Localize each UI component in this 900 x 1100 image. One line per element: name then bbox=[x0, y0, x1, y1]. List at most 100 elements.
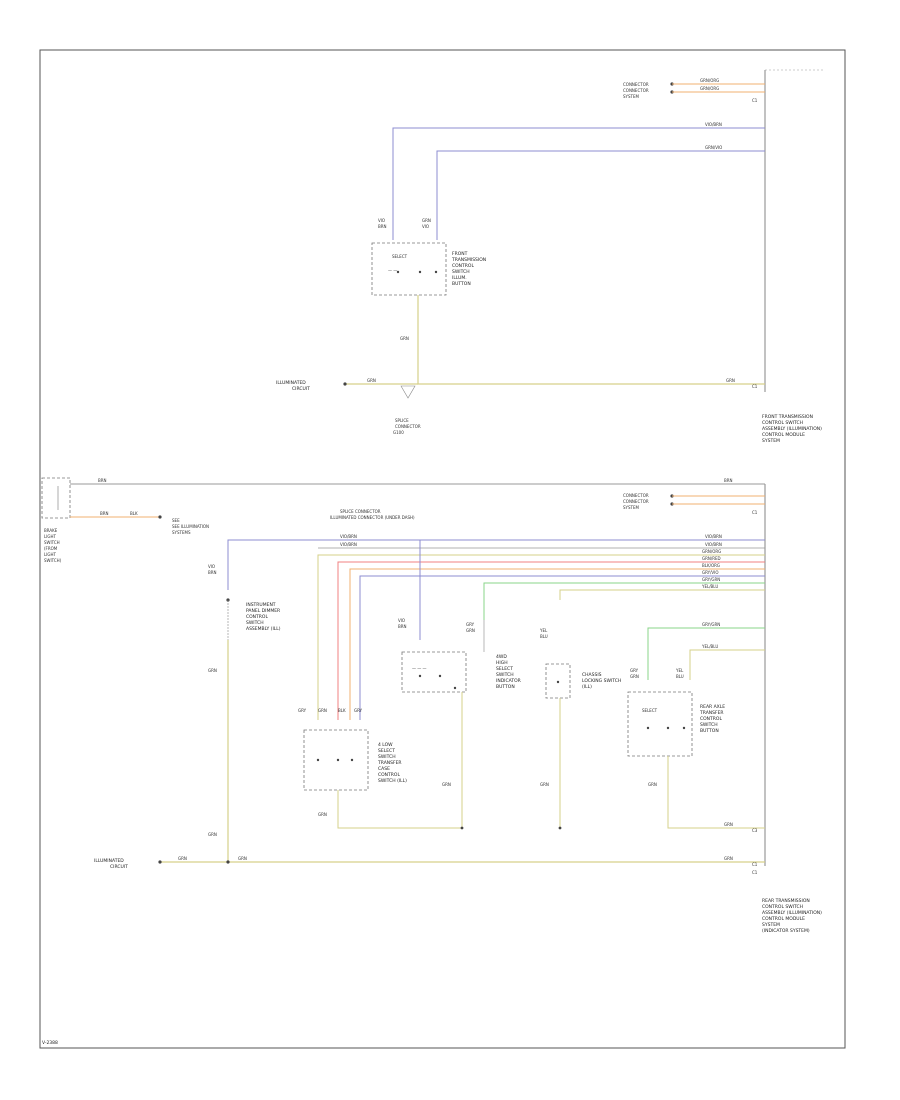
top-switch: VIO BRN GRN VIO SELECT — — FRONT TRANSMI… bbox=[371, 218, 486, 296]
top-violet-wire-2 bbox=[436, 150, 765, 240]
svg-text:4WD: 4WD bbox=[496, 654, 507, 660]
svg-text:SPLICE CONNECTOR: SPLICE CONNECTOR bbox=[340, 509, 381, 514]
svg-text:VIO: VIO bbox=[398, 618, 405, 623]
svg-text:SELECT: SELECT bbox=[378, 748, 395, 754]
svg-text:INDICATOR: INDICATOR bbox=[496, 678, 521, 684]
svg-text:ASSEMBLY (ILLUMINATION): ASSEMBLY (ILLUMINATION) bbox=[762, 426, 822, 432]
svg-text:4 LOW: 4 LOW bbox=[378, 742, 393, 748]
svg-text:SELECT: SELECT bbox=[496, 666, 513, 672]
dimmer-switch: VIO BRN INSTRUMENT PANEL DIMMER CONTROL … bbox=[208, 564, 281, 640]
svg-text:SWITCH: SWITCH bbox=[44, 540, 60, 545]
svg-text:GRY: GRY bbox=[466, 622, 475, 627]
svg-text:SWITCH: SWITCH bbox=[496, 672, 514, 678]
svg-text:GRY/GRN: GRY/GRN bbox=[702, 577, 720, 582]
svg-text:GRN: GRN bbox=[724, 856, 733, 861]
left-relay: BRAKE LIGHT SWITCH (FROM LIGHT SWITCH) bbox=[41, 477, 71, 563]
svg-text:PANEL DIMMER: PANEL DIMMER bbox=[246, 608, 280, 614]
svg-text:GRN/ORG: GRN/ORG bbox=[700, 78, 719, 83]
svg-text:SWITCH (ILL): SWITCH (ILL) bbox=[378, 778, 407, 784]
svg-text:ILLUMINATED: ILLUMINATED bbox=[94, 858, 124, 864]
svg-text:CONNECTOR: CONNECTOR bbox=[623, 499, 649, 504]
svg-text:INSTRUMENT: INSTRUMENT bbox=[246, 602, 276, 608]
svg-text:SEE: SEE bbox=[172, 518, 180, 523]
svg-text:BRN: BRN bbox=[724, 478, 733, 483]
bottom-yellow-wire-a bbox=[317, 554, 765, 720]
svg-text:C3: C3 bbox=[752, 828, 758, 833]
svg-text:BRN: BRN bbox=[98, 478, 107, 483]
svg-text:VIO/BRN: VIO/BRN bbox=[705, 542, 722, 547]
svg-text:GRN/ORG: GRN/ORG bbox=[702, 549, 721, 554]
svg-text:YEL/BLU: YEL/BLU bbox=[701, 584, 718, 589]
svg-text:VIO/BRN: VIO/BRN bbox=[340, 534, 357, 539]
svg-text:BLK: BLK bbox=[338, 708, 346, 713]
svg-text:(ILL): (ILL) bbox=[582, 684, 592, 690]
svg-text:CONTROL SWITCH: CONTROL SWITCH bbox=[762, 420, 803, 426]
svg-text:CONNECTOR: CONNECTOR bbox=[395, 424, 421, 429]
svg-text:CIRCUIT: CIRCUIT bbox=[110, 864, 128, 870]
svg-text:TRANSFER: TRANSFER bbox=[699, 710, 724, 716]
top-yellow-wire bbox=[417, 295, 765, 385]
svg-text:SWITCH): SWITCH) bbox=[44, 558, 62, 563]
svg-text:CIRCUIT: CIRCUIT bbox=[292, 386, 310, 392]
svg-text:YEL: YEL bbox=[539, 628, 548, 633]
svg-text:SELECT: SELECT bbox=[642, 708, 658, 713]
svg-text:VIO: VIO bbox=[378, 218, 385, 223]
svg-text:CONTROL: CONTROL bbox=[700, 716, 722, 722]
svg-text:GRN: GRN bbox=[178, 856, 187, 861]
svg-text:GRN: GRN bbox=[726, 378, 735, 383]
svg-text:BRN: BRN bbox=[208, 570, 217, 575]
bottom-orange-wire bbox=[349, 568, 765, 720]
svg-text:GRN: GRN bbox=[400, 336, 409, 341]
svg-text:ILLUMINATED CONNECTOR (UNDER D: ILLUMINATED CONNECTOR (UNDER DASH) bbox=[330, 515, 415, 520]
svg-text:GRY: GRY bbox=[630, 668, 639, 673]
svg-text:(FROM: (FROM bbox=[44, 546, 58, 551]
svg-text:BUTTON: BUTTON bbox=[452, 281, 471, 287]
svg-text:— —: — — bbox=[388, 268, 397, 273]
svg-text:GRY: GRY bbox=[298, 708, 307, 713]
svg-text:SYSTEM: SYSTEM bbox=[762, 922, 780, 928]
svg-text:SWITCH: SWITCH bbox=[452, 269, 470, 275]
svg-text:GRN: GRN bbox=[208, 832, 217, 837]
svg-text:GRN: GRN bbox=[318, 812, 327, 817]
svg-text:VIO/BRN: VIO/BRN bbox=[340, 542, 357, 547]
svg-text:BLK: BLK bbox=[130, 511, 138, 516]
svg-text:ASSEMBLY (ILL): ASSEMBLY (ILL) bbox=[246, 626, 281, 632]
top-splice: SPLICE CONNECTOR G100 bbox=[393, 385, 421, 435]
top-violet-wire-1 bbox=[392, 127, 765, 240]
rear-switch: GRY GRN YEL BLU SELECT REAR AXLE TRANSFE… bbox=[627, 668, 725, 757]
svg-text:CONTROL: CONTROL bbox=[378, 772, 400, 778]
svg-text:C1: C1 bbox=[752, 862, 758, 867]
svg-text:GRN: GRN bbox=[208, 668, 217, 673]
svg-text:GRY: GRY bbox=[354, 708, 363, 713]
svg-text:BUTTON: BUTTON bbox=[496, 684, 515, 690]
svg-text:LIGHT: LIGHT bbox=[44, 552, 57, 557]
svg-text:GRY/GRN: GRY/GRN bbox=[702, 622, 720, 627]
bottom-violet-wire-2 bbox=[359, 575, 765, 720]
svg-text:SEE ILLUMINATION: SEE ILLUMINATION bbox=[172, 524, 209, 529]
svg-text:SYSTEM: SYSTEM bbox=[762, 438, 780, 444]
svg-text:SPLICE: SPLICE bbox=[395, 418, 409, 423]
svg-text:VIO/BRN: VIO/BRN bbox=[705, 534, 722, 539]
svg-text:GRY/VIO: GRY/VIO bbox=[702, 570, 718, 575]
svg-text:SYSTEMS: SYSTEMS bbox=[172, 530, 191, 535]
svg-text:CONTROL: CONTROL bbox=[246, 614, 268, 620]
rear-green-wire bbox=[647, 627, 765, 680]
svg-text:CONNECTOR: CONNECTOR bbox=[623, 82, 649, 87]
bottom-green-wire-a bbox=[483, 582, 765, 620]
svg-text:GRN: GRN bbox=[648, 782, 657, 787]
svg-text:SELECT: SELECT bbox=[392, 254, 408, 259]
bottom-yellow-wire-b bbox=[559, 589, 765, 600]
svg-text:C1: C1 bbox=[752, 98, 758, 103]
svg-text:FRONT TRANSMISSION: FRONT TRANSMISSION bbox=[762, 414, 813, 420]
svg-text:C1: C1 bbox=[752, 870, 758, 875]
svg-text:CASE: CASE bbox=[378, 766, 390, 772]
svg-text:ASSEMBLY (ILLUMINATION): ASSEMBLY (ILLUMINATION) bbox=[762, 910, 822, 916]
svg-text:GRN: GRN bbox=[630, 674, 639, 679]
bottom-red-wire bbox=[337, 561, 765, 720]
svg-text:REAR AXLE: REAR AXLE bbox=[700, 704, 725, 710]
svg-text:ILLUMINATED: ILLUMINATED bbox=[276, 380, 306, 386]
svg-text:CONNECTOR: CONNECTOR bbox=[623, 88, 649, 93]
svg-text:SYSTEM: SYSTEM bbox=[623, 94, 639, 99]
rear-yellow-wire bbox=[689, 649, 765, 680]
